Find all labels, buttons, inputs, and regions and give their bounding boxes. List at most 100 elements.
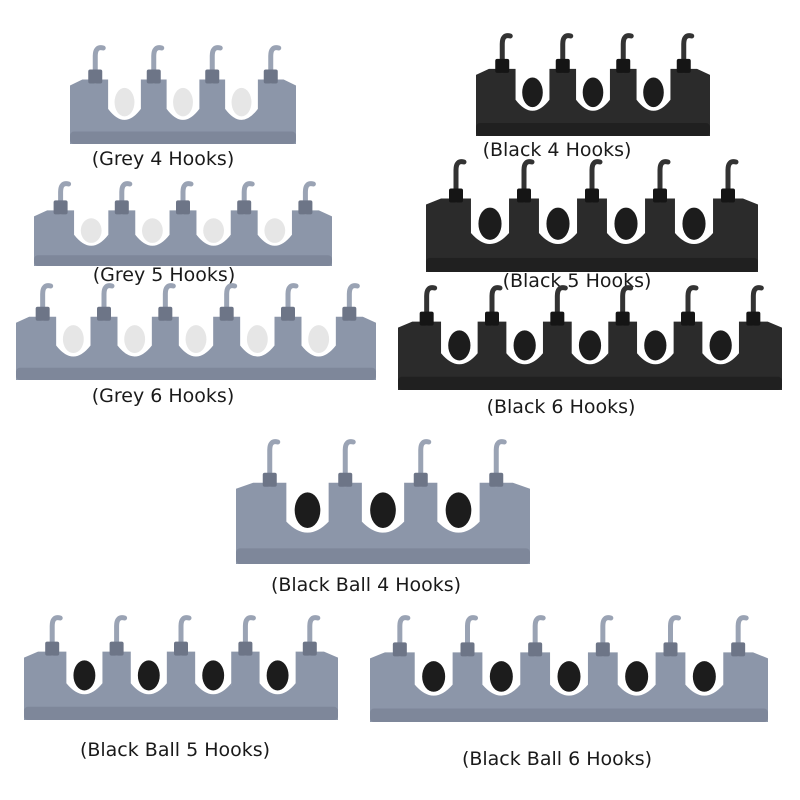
hook-icon (600, 615, 614, 657)
product-black-6-hooks (394, 282, 786, 392)
grip-ball-icon (513, 330, 536, 361)
grip-ball-icon (173, 87, 193, 117)
grip-ball-icon (625, 661, 649, 692)
rack-body (370, 652, 768, 722)
hook-clip (298, 200, 313, 215)
hook-clip (158, 306, 173, 321)
hook-icon (40, 283, 54, 322)
hook-clip (615, 311, 630, 326)
hook-clip (237, 200, 252, 215)
hook-icon (49, 615, 63, 657)
rack-body (16, 316, 376, 380)
grip-ball-icon (422, 661, 446, 692)
hook-icon (58, 181, 72, 215)
rack-body (236, 482, 530, 564)
hook-clip (517, 188, 531, 203)
rack-body (34, 210, 332, 266)
grip-ball-icon (202, 660, 225, 691)
label-grey-5-hooks: (Grey 5 Hooks) (92, 264, 236, 286)
rack-body (24, 651, 338, 720)
product-grey-6-hooks (12, 280, 380, 382)
hook-clip (489, 472, 504, 487)
hook-clip (653, 188, 667, 203)
hook-icon (101, 283, 115, 322)
product-grey-5-hooks (30, 178, 336, 268)
hook-clip (219, 306, 234, 321)
hook-clip (238, 641, 253, 656)
hook-icon (209, 45, 223, 84)
rack-base (70, 131, 296, 144)
hook-clip (146, 69, 161, 84)
grip-ball-icon (80, 218, 102, 243)
rack-base (426, 257, 758, 272)
grip-ball-icon (308, 325, 330, 354)
grip-ball-icon (489, 661, 513, 692)
hook-icon (725, 159, 739, 203)
black-ball-6-hook-rack-image (370, 615, 768, 722)
grey-5-hook-rack-image (34, 181, 332, 266)
hook-icon (267, 439, 281, 488)
label-black-ball-4-hooks: (Black Ball 4 Hooks) (270, 574, 462, 596)
hook-icon (178, 615, 192, 657)
hook-icon (242, 615, 256, 657)
hook-clip (176, 200, 190, 215)
grey-4-hook-rack-image (70, 45, 296, 144)
label-black-4-hooks: (Black 4 Hooks) (482, 139, 632, 161)
hook-clip (528, 642, 543, 657)
hook-icon (342, 439, 356, 488)
grip-ball-icon (682, 207, 706, 240)
hook-icon (735, 615, 749, 657)
rack-body (426, 198, 758, 272)
hook-clip (109, 641, 124, 656)
grip-ball-icon (370, 492, 396, 528)
hook-clip (114, 200, 129, 215)
hook-clip (555, 58, 570, 73)
rack-base (34, 255, 332, 266)
hook-clip (663, 642, 678, 657)
hook-icon (489, 285, 503, 327)
product-black-ball-6-hooks (366, 612, 772, 724)
hook-clip (681, 311, 695, 326)
product-black-4-hooks (472, 30, 714, 138)
grip-ball-icon (448, 330, 471, 361)
rack-body (70, 79, 296, 144)
rack-base (16, 367, 376, 380)
grip-ball-icon (246, 325, 268, 354)
hook-clip (205, 69, 220, 84)
black-4-hook-rack-image (476, 33, 710, 136)
black-5-hook-rack-image (426, 159, 758, 272)
rack-body (398, 321, 782, 390)
hook-clip (45, 641, 60, 656)
grip-ball-icon (709, 330, 732, 361)
grip-ball-icon (614, 207, 638, 240)
product-grey-4-hooks (66, 42, 300, 146)
hook-icon (465, 615, 478, 657)
label-black-ball-6-hooks: (Black Ball 6 Hooks) (461, 748, 653, 770)
grip-ball-icon (137, 660, 160, 691)
grip-ball-icon (266, 660, 289, 691)
label-black-5-hooks: (Black 5 Hooks) (502, 270, 652, 292)
grip-ball-icon (62, 325, 84, 354)
label-black-ball-5-hooks: (Black Ball 5 Hooks) (79, 739, 271, 761)
hook-clip (616, 58, 631, 73)
hook-clip (302, 641, 317, 656)
hook-icon (397, 615, 411, 657)
hook-clip (731, 642, 746, 657)
hook-clip (263, 69, 278, 84)
hook-clip (174, 641, 188, 656)
black-6-hook-rack-image (398, 285, 782, 390)
black-ball-4-hook-rack-image (236, 439, 530, 564)
hook-icon (499, 33, 513, 74)
hook-icon (114, 615, 128, 657)
product-black-ball-5-hooks (20, 612, 342, 722)
hook-clip (550, 311, 565, 326)
hook-icon (750, 285, 764, 327)
grip-ball-icon (114, 87, 135, 117)
rack-base (370, 708, 768, 722)
hook-icon (241, 181, 255, 215)
hook-clip (35, 306, 50, 321)
hook-clip (495, 58, 510, 73)
grip-ball-icon (141, 218, 163, 243)
rack-base (398, 376, 782, 390)
hook-clip (746, 311, 761, 326)
